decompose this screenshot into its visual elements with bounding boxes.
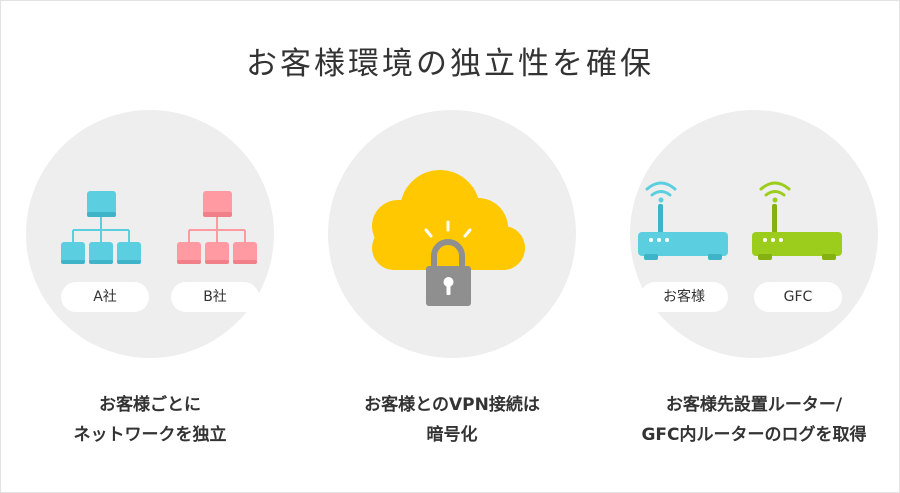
padlock-icon [426,239,471,306]
customer-router-icon [638,181,728,260]
company-a-nodes [61,191,141,264]
cloud-icon [372,170,525,270]
label-gfc: GFC [754,282,842,312]
label-company-b: B社 [171,282,259,312]
label-customer: お客様 [640,282,728,312]
router-icon [638,181,842,260]
company-b-nodes [177,191,257,264]
caption-vpn: お客様とのVPN接続は 暗号化 [322,390,582,450]
wifi-signal-icon [759,181,791,197]
cloud-lock-icon [372,170,525,306]
gfc-router-icon [752,181,842,260]
label-company-a: A社 [61,282,149,312]
caption-vpn-line-2: 暗号化 [426,425,478,445]
panel-isolation-circle: A社 B社 [26,110,274,358]
caption-isolation-line-1: お客様ごとに [99,395,201,415]
caption-isolation: お客様ごとに ネットワークを独立 [20,390,280,450]
page-title: お客様環境の独立性を確保 [246,46,654,82]
caption-routers-line-1: お客様先設置ルーター/ [665,395,843,415]
panel-vpn-circle [328,110,576,358]
company-a-network-icon [72,217,130,242]
company-b-network-icon [188,217,246,242]
panel-routers-circle: お客様 GFC [630,110,878,358]
sparkle-lines-icon [424,220,472,238]
org-chart-icon [61,191,257,264]
caption-isolation-line-2: ネットワークを独立 [73,425,227,445]
wifi-signal-icon [645,181,677,197]
caption-vpn-line-1: お客様とのVPN接続は [364,395,540,415]
caption-routers-line-2: GFC内ルーターのログを取得 [641,425,867,445]
caption-routers: お客様先設置ルーター/ GFC内ルーターのログを取得 [614,390,894,450]
